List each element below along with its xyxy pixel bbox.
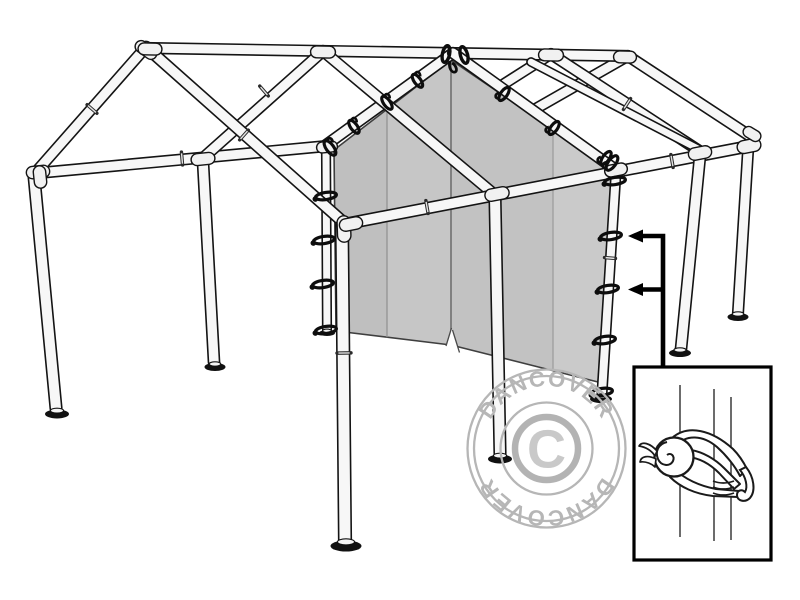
- svg-text:C: C: [527, 420, 566, 480]
